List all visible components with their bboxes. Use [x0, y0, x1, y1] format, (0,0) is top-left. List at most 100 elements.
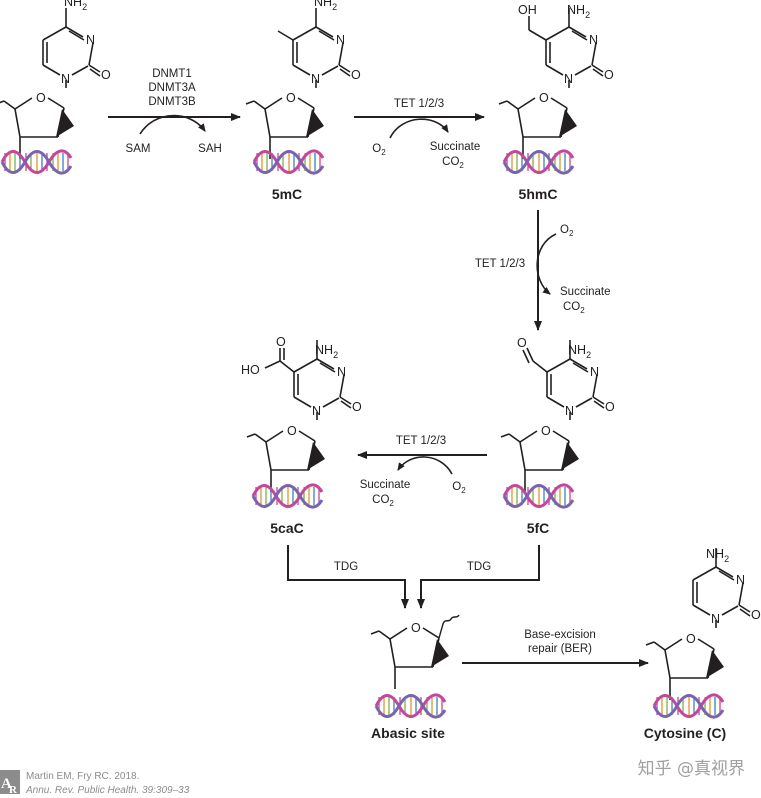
- dna-1: [0, 149, 73, 175]
- logo-letter-r: R: [9, 784, 18, 796]
- watermark: 知乎 @真视界: [638, 759, 745, 779]
- abasic-sugar: O: [370, 614, 460, 690]
- output-succinate: Succinate: [430, 141, 481, 153]
- ring-oxygen: O: [36, 91, 46, 105]
- logo-letter-a: A: [1, 776, 12, 792]
- output-co2-2: CO2: [563, 301, 585, 315]
- label-5fc: 5fC: [527, 520, 550, 536]
- atom-n1: N: [312, 404, 321, 418]
- cofactor-arc-3: [397, 456, 453, 475]
- atom-nh2: NH2: [706, 547, 729, 564]
- tdg-arrow-left: [287, 545, 409, 609]
- atom-ho: HO: [241, 363, 260, 377]
- output-succinate-2: Succinate: [560, 286, 611, 298]
- atom-o: O: [352, 400, 362, 414]
- atom-nh2: NH2: [315, 343, 338, 360]
- atom-n3: N: [86, 33, 95, 47]
- enzyme-dnmt3b: DNMT3B: [148, 96, 196, 108]
- enzyme-tet-1: TET 1/2/3: [394, 98, 444, 110]
- enzyme-tdg-left: TDG: [334, 561, 358, 573]
- sugar-5: O: [246, 424, 325, 493]
- sugar-1: O: [0, 91, 74, 160]
- sugar-4: O: [500, 424, 579, 493]
- ring-oxygen: O: [539, 91, 549, 105]
- atom-o: O: [605, 400, 615, 414]
- cytosine-molecule-top: N N O NH2: [42, 0, 111, 86]
- 5fc-molecule: N N O O NH2: [517, 336, 615, 418]
- input-sam: SAM: [126, 143, 151, 155]
- atom-o: O: [604, 68, 614, 82]
- input-o2: O2: [372, 143, 386, 157]
- atom-n3: N: [590, 365, 599, 379]
- ring-oxygen: O: [287, 424, 297, 438]
- enzyme-tdg-right: TDG: [467, 561, 491, 573]
- atom-n1: N: [565, 404, 574, 418]
- cytosine-molecule-end: N N O NH2: [692, 547, 761, 626]
- input-o2-3: O2: [452, 481, 466, 495]
- publisher-logo: [0, 770, 20, 794]
- atom-nh2: NH2: [567, 3, 590, 20]
- 5cac-molecule: N N O O HO NH2: [241, 335, 362, 418]
- oxidation-step-1: TET 1/2/3 O2 Succinate CO2: [354, 98, 485, 170]
- output-succinate-3: Succinate: [360, 479, 411, 491]
- atom-n3: N: [736, 573, 745, 587]
- sugar-3: O: [498, 91, 577, 160]
- atom-nh2: NH2: [314, 0, 337, 12]
- cofactor-arc: [139, 114, 206, 135]
- label-cytosine: Cytosine (C): [644, 725, 726, 741]
- 5hmc-molecule: N N O OH NH2: [518, 3, 614, 86]
- dna-4: [502, 483, 575, 509]
- ring-oxygen: O: [541, 424, 551, 438]
- dna-5: [251, 483, 324, 509]
- cofactor-arc-1: [389, 118, 449, 139]
- enzyme-dnmt1: DNMT1: [152, 68, 192, 80]
- atom-nh2: NH2: [64, 0, 87, 12]
- 5mc-molecule: N N O NH2: [277, 0, 361, 86]
- methylation-step: DNMT1 DNMT3A DNMT3B SAM SAH: [108, 68, 241, 155]
- atom-aldehyde-o: O: [517, 336, 527, 350]
- label-abasic-site: Abasic site: [371, 725, 445, 741]
- output-sah: SAH: [198, 143, 222, 155]
- atom-n1: N: [711, 612, 720, 626]
- atom-carboxyl-o: O: [276, 335, 286, 349]
- ring-oxygen: O: [686, 632, 696, 646]
- tdg-arrow-right: [417, 545, 540, 609]
- label-5cac: 5caC: [270, 520, 303, 536]
- atom-o: O: [351, 68, 361, 82]
- input-o2-2: O2: [560, 224, 574, 238]
- sugar-2: O: [245, 91, 324, 160]
- dna-7: [652, 693, 725, 719]
- atom-o: O: [751, 608, 761, 622]
- cofactor-arc-2: [536, 233, 557, 295]
- tdg-step: TDG TDG: [287, 545, 540, 609]
- ber-label-line1: Base-excision: [524, 629, 596, 641]
- dna-2: [252, 149, 325, 175]
- ring-oxygen: O: [286, 91, 296, 105]
- atom-n1: N: [564, 72, 573, 86]
- enzyme-dnmt3a: DNMT3A: [148, 82, 196, 94]
- output-co2-3: CO2: [372, 494, 394, 508]
- atom-n1: N: [311, 72, 320, 86]
- ber-label-line2: repair (BER): [528, 643, 592, 655]
- atom-n3: N: [589, 33, 598, 47]
- atom-nh2: NH2: [568, 343, 591, 360]
- enzyme-tet-2: TET 1/2/3: [475, 258, 525, 270]
- label-5mc: 5mC: [272, 186, 302, 202]
- oxidation-step-3: TET 1/2/3 O2 Succinate CO2: [357, 435, 487, 508]
- atom-n1: N: [61, 72, 70, 86]
- citation-authors: Martin EM, Fry RC. 2018.: [26, 771, 139, 782]
- ber-step: Base-excision repair (BER): [462, 629, 649, 667]
- citation-journal: Annu. Rev. Public Health. 39:309–33: [25, 785, 190, 796]
- dna-3: [502, 149, 575, 175]
- output-co2: CO2: [442, 156, 464, 170]
- atom-n3: N: [337, 365, 346, 379]
- atom-o: O: [101, 68, 111, 82]
- label-5hmc: 5hmC: [519, 186, 558, 202]
- enzyme-tet-3: TET 1/2/3: [396, 435, 446, 447]
- ring-oxygen: O: [411, 621, 421, 635]
- oxidation-step-2: TET 1/2/3 O2 Succinate CO2: [475, 210, 611, 331]
- citation: A R Martin EM, Fry RC. 2018. Annu. Rev. …: [0, 770, 190, 796]
- dna-6: [374, 693, 447, 719]
- atom-n3: N: [336, 33, 345, 47]
